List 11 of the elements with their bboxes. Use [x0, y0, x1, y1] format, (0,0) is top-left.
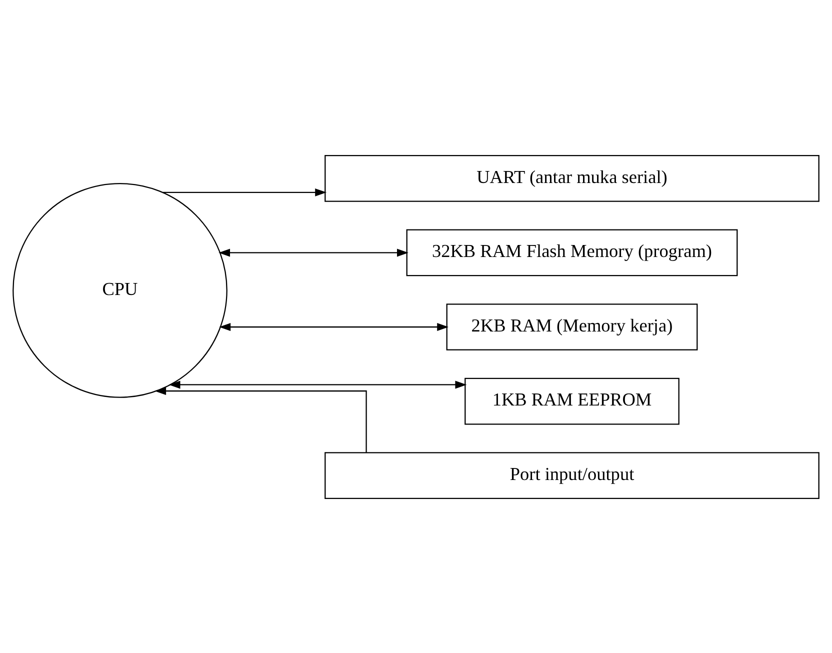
arrow	[219, 322, 449, 330]
node-circle: CPU	[12, 182, 228, 398]
arrow	[154, 386, 367, 452]
arrow	[168, 380, 467, 388]
node-box: 1KB RAM EEPROM	[464, 377, 680, 424]
node-box: 32KB RAM Flash Memory (program)	[406, 228, 738, 276]
node-box: Port input/output	[324, 452, 820, 498]
node-box: UART (antar muka serial)	[324, 154, 820, 202]
arrow	[218, 248, 408, 256]
node-box: 2KB RAM (Memory kerja)	[446, 303, 698, 350]
arrow	[162, 188, 327, 196]
